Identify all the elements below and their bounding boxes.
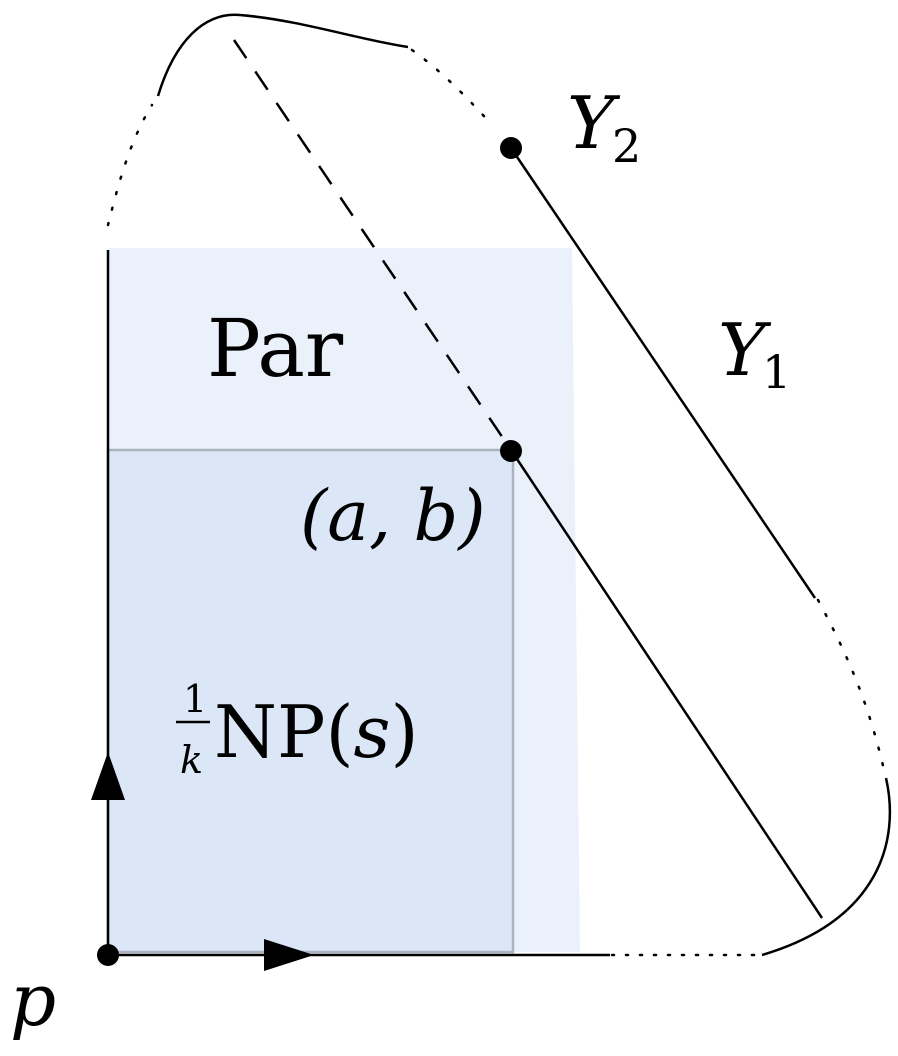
- label-point-ab: (a, b): [300, 475, 486, 557]
- label-y1: Y 1: [718, 308, 791, 399]
- label-np-frac-num: 1: [183, 677, 207, 721]
- vertical-arrow-icon: [91, 752, 125, 800]
- label-par: Par: [207, 302, 344, 395]
- label-np-var: s: [354, 690, 391, 774]
- label-y2-sub: 2: [612, 119, 641, 173]
- outer-curve-top: [156, 13, 409, 97]
- dashed-line: [232, 39, 509, 445]
- outer-curve-left-dotted: [106, 103, 154, 227]
- ab-line: [509, 449, 824, 919]
- label-y2: Y 2: [567, 81, 641, 173]
- point-p: [97, 944, 119, 966]
- point-y2: [500, 137, 522, 159]
- y1-line: [509, 147, 817, 599]
- label-y1-sub: 1: [762, 345, 791, 399]
- outer-curve-right-dotted: [816, 598, 886, 772]
- label-np-main: NP(s): [214, 690, 419, 774]
- outer-curve-bottomright: [761, 777, 892, 957]
- label-y1-base: Y: [718, 308, 772, 392]
- np-region: [106, 448, 515, 954]
- horizontal-arrow-icon: [264, 939, 314, 971]
- label-np-frac-den: k: [180, 738, 203, 782]
- label-np: 1 k NP(s): [176, 677, 419, 782]
- label-origin-p: p: [10, 958, 56, 1042]
- label-y2-base: Y: [567, 81, 621, 165]
- point-ab: [500, 440, 522, 462]
- outer-curve-topright-dotted: [410, 48, 494, 127]
